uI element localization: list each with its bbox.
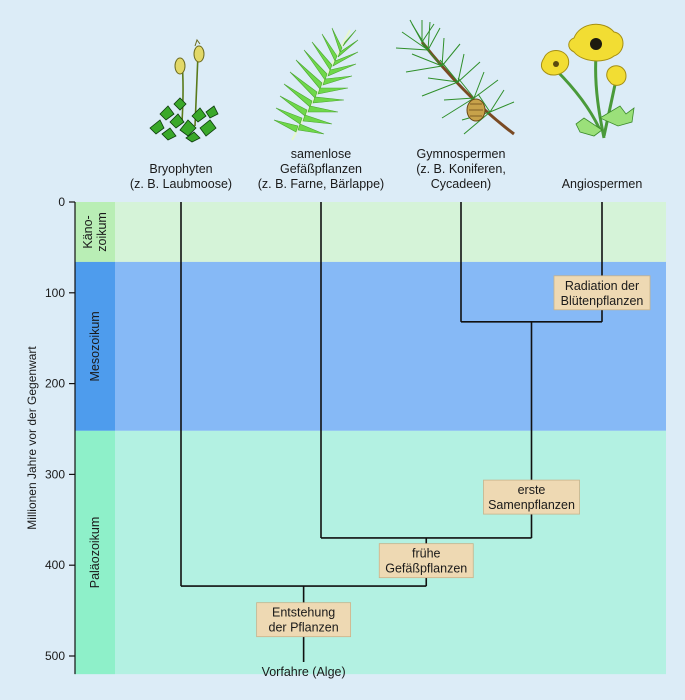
fern-icon bbox=[273, 27, 359, 141]
time-axis: Millionen Jahre vor der Gegenwart 0 100 20… bbox=[25, 195, 76, 675]
event-box-bg bbox=[553, 275, 651, 311]
y-tick-label: 500 bbox=[45, 649, 65, 663]
event-label-text: frühe bbox=[412, 547, 441, 561]
y-tick-label: 300 bbox=[45, 467, 65, 481]
group-label-bryophyten: Bryophyten(z. B. Laubmoose) bbox=[130, 162, 232, 191]
group-label-line: Gefäßpflanzen bbox=[280, 162, 362, 176]
plant-group-labels: Bryophyten(z. B. Laubmoose) samenloseGefä… bbox=[130, 147, 642, 191]
era-name: Käno- bbox=[81, 215, 95, 248]
event-box-bg bbox=[256, 602, 352, 638]
era-label: Mesozoikum bbox=[88, 311, 102, 381]
y-tick-label: 200 bbox=[45, 377, 65, 391]
event-label-text: Blütenpflanzen bbox=[561, 294, 644, 308]
group-label-line: (z. B. Farne, Bärlappe) bbox=[258, 177, 384, 191]
event-box-bg bbox=[378, 543, 474, 579]
y-axis-title: Millionen Jahre vor der Gegenwart bbox=[25, 346, 39, 530]
era-name: Paläozoikum bbox=[88, 517, 102, 589]
era-label: Paläozoikum bbox=[88, 517, 102, 589]
era-label-box bbox=[75, 202, 115, 262]
moss-icon bbox=[149, 38, 219, 143]
event-label-text: erste bbox=[518, 483, 546, 497]
group-label-line: Angiospermen bbox=[562, 177, 643, 191]
era-name: zoikum bbox=[95, 212, 109, 252]
group-label-line: (z. B. Laubmoose) bbox=[130, 177, 232, 191]
era-name: Mesozoikum bbox=[88, 311, 102, 381]
event-box-bg bbox=[483, 479, 580, 515]
era-bands bbox=[115, 202, 666, 675]
era-band bbox=[115, 202, 666, 262]
group-label-line: samenlose bbox=[291, 147, 351, 161]
pine-branch-icon bbox=[395, 19, 515, 136]
group-label-gymnospermen: Gymnospermen(z. B. Koniferen,Cycadeen) bbox=[416, 147, 506, 191]
event-label-text: Gefäßpflanzen bbox=[385, 562, 467, 576]
group-label-line: Bryophyten bbox=[149, 162, 212, 176]
era-label-box bbox=[75, 430, 115, 675]
y-tick-label: 0 bbox=[58, 195, 65, 209]
event-label-text: Entstehung bbox=[272, 606, 335, 620]
poppy-flower-icon bbox=[540, 23, 635, 139]
group-label-line: Gymnospermen bbox=[417, 147, 506, 161]
event-label-text: Radiation der bbox=[565, 279, 639, 293]
group-label-line: (z. B. Koniferen, bbox=[416, 162, 506, 176]
group-label-angiospermen: Angiospermen bbox=[562, 177, 643, 191]
group-label-line: Cycadeen) bbox=[431, 177, 491, 191]
y-tick-label: 400 bbox=[45, 558, 65, 572]
era-label: Käno-zoikum bbox=[81, 212, 109, 252]
event-label-text: der Pflanzen bbox=[269, 621, 339, 635]
root-label: Vorfahre (Alge) bbox=[262, 665, 346, 679]
event-label-text: Samenpflanzen bbox=[488, 498, 575, 512]
era-label-box bbox=[75, 261, 115, 431]
y-tick-label: 100 bbox=[45, 286, 65, 300]
